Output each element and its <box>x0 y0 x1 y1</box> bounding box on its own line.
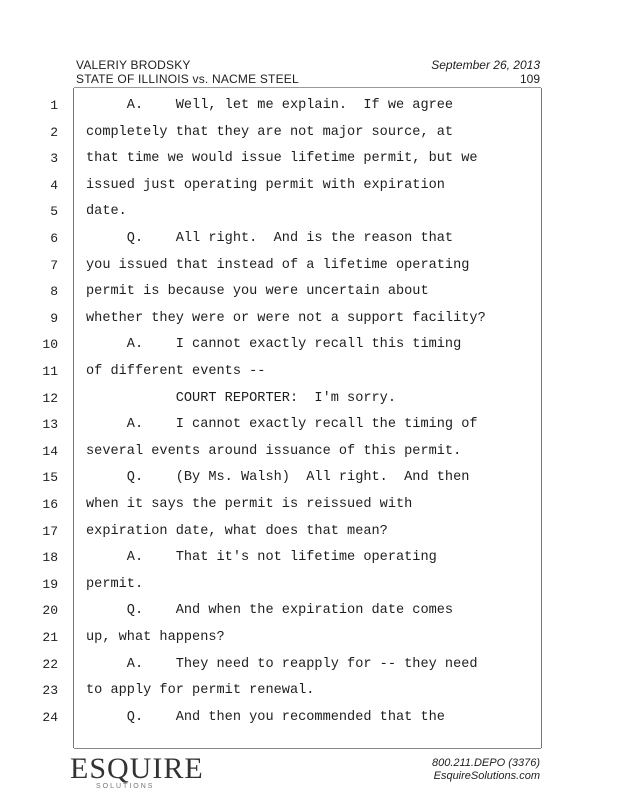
line-number: 20 <box>42 603 58 619</box>
esquire-logo-subtitle: SOLUTIONS <box>96 783 155 790</box>
line-text: date. <box>86 204 127 220</box>
line-number: 4 <box>50 177 58 193</box>
transcript-line: 19 permit. <box>0 575 619 595</box>
transcript-line: 6 Q. All right. And is the reason that <box>0 229 619 249</box>
line-number: 23 <box>42 683 58 699</box>
line-text: you issued that instead of a lifetime op… <box>86 257 470 273</box>
line-number: 2 <box>50 124 58 140</box>
line-number: 24 <box>42 709 58 725</box>
line-text: permit. <box>86 576 144 592</box>
line-text: to apply for permit renewal. <box>86 683 315 699</box>
transcript-line: 11 of different events -- <box>0 362 619 382</box>
line-text: A. I cannot exactly recall the timing of <box>86 417 478 433</box>
footer-phone: 800.211.DEPO (3376) <box>431 757 540 769</box>
transcript-line: 21 up, what happens? <box>0 628 619 648</box>
line-text: whether they were or were not a support … <box>86 310 486 326</box>
line-number: 12 <box>42 390 58 406</box>
line-text: completely that they are not major sourc… <box>86 124 454 140</box>
footer-contact: 800.211.DEPO (3376) EsquireSolutions.com <box>432 757 540 783</box>
line-text: A. I cannot exactly recall this timing <box>86 337 462 353</box>
line-text: Q. (By Ms. Walsh) All right. And then <box>86 470 470 486</box>
transcript-line: 10 A. I cannot exactly recall this timin… <box>0 335 619 355</box>
line-text: Q. All right. And is the reason that <box>86 231 454 246</box>
line-number: 18 <box>42 550 58 566</box>
line-text: expiration date, what does that mean? <box>86 523 388 539</box>
left-margin-line <box>73 88 74 748</box>
line-text: that time we would issue lifetime permit… <box>86 151 478 167</box>
line-number: 19 <box>42 576 58 592</box>
case-name: STATE OF ILLINOIS vs. NACME STEEL <box>76 72 299 86</box>
transcript-line: 1 A. Well, let me explain. If we agree <box>0 96 619 116</box>
esquire-logo: ESQUIRE <box>70 752 204 785</box>
line-number: 10 <box>42 337 58 353</box>
deposition-date: September 26, 2013 <box>431 58 540 72</box>
transcript-line: 13 A. I cannot exactly recall the timing… <box>0 415 619 435</box>
line-number: 13 <box>42 417 58 433</box>
line-number: 3 <box>50 151 58 167</box>
transcript-line: 16 when it says the permit is reissued wi… <box>0 495 619 515</box>
line-number: 7 <box>50 257 58 273</box>
line-text: issued just operating permit with expira… <box>86 177 445 193</box>
transcript-line: 22 A. They need to reapply for -- they n… <box>0 655 619 675</box>
transcript-line: 7 you issued that instead of a lifetime o… <box>0 256 619 276</box>
line-number: 15 <box>42 470 58 486</box>
transcript-line: 24 Q. And then you recommended that the <box>0 708 619 728</box>
line-number: 14 <box>42 443 58 459</box>
line-text: Q. And when the expiration date comes <box>86 603 454 619</box>
line-text: up, what happens? <box>86 630 225 645</box>
transcript-line: 17 expiration date, what does that mean? <box>0 522 619 542</box>
line-text: of different events -- <box>86 364 266 379</box>
transcript-line: 20 Q. And when the expiration date comes <box>0 601 619 621</box>
footer-rule <box>74 748 541 749</box>
page-number: 109 <box>519 72 540 86</box>
transcript-line: 18 A. That it's not lifetime operating <box>0 548 619 568</box>
footer-website: EsquireSolutions.com <box>433 770 540 782</box>
line-number: 9 <box>50 310 58 326</box>
transcript-line: 8 permit is because you were uncertain ab… <box>0 282 619 302</box>
line-number: 21 <box>42 630 58 645</box>
line-number: 5 <box>50 204 58 220</box>
transcript-line: 4 issued just operating permit with expir… <box>0 176 619 196</box>
line-text: A. That it's not lifetime operating <box>86 550 437 566</box>
line-text: permit is because you were uncertain abo… <box>86 284 429 300</box>
line-number: 22 <box>42 656 58 672</box>
line-number: 17 <box>42 523 58 539</box>
line-number: 6 <box>50 231 58 246</box>
transcript-line: 15 Q. (By Ms. Walsh) All right. And then <box>0 468 619 488</box>
transcript-line: 2 completely that they are not major sour… <box>0 123 619 143</box>
line-number: 16 <box>42 497 58 512</box>
line-text: when it says the permit is reissued with <box>86 497 413 512</box>
header-rule <box>74 87 541 88</box>
transcript-line: 14 several events around issuance of this… <box>0 442 619 462</box>
line-text: several events around issuance of this p… <box>86 443 462 459</box>
transcript-line: 3 that time we would issue lifetime permi… <box>0 149 619 169</box>
line-text: A. Well, let me explain. If we agree <box>86 98 454 113</box>
line-number: 1 <box>50 98 58 113</box>
line-number: 8 <box>50 284 58 300</box>
line-text: COURT REPORTER: I'm sorry. <box>86 390 396 406</box>
line-text: Q. And then you recommended that the <box>86 709 445 725</box>
line-text: A. They need to reapply for -- they need <box>86 656 478 672</box>
transcript-line: 23 to apply for permit renewal. <box>0 681 619 701</box>
transcript-line: 9 whether they were or were not a support… <box>0 309 619 329</box>
right-margin-line <box>541 88 542 748</box>
transcript-line: 5 date. <box>0 202 619 222</box>
header-right: September 26, 2013 109 <box>431 58 540 86</box>
line-number: 11 <box>42 364 58 379</box>
header-left: VALERIY BRODSKY STATE OF ILLINOIS vs. NA… <box>76 58 299 86</box>
transcript-line: 12 COURT REPORTER: I'm sorry. <box>0 389 619 409</box>
witness-name: VALERIY BRODSKY <box>76 58 191 72</box>
